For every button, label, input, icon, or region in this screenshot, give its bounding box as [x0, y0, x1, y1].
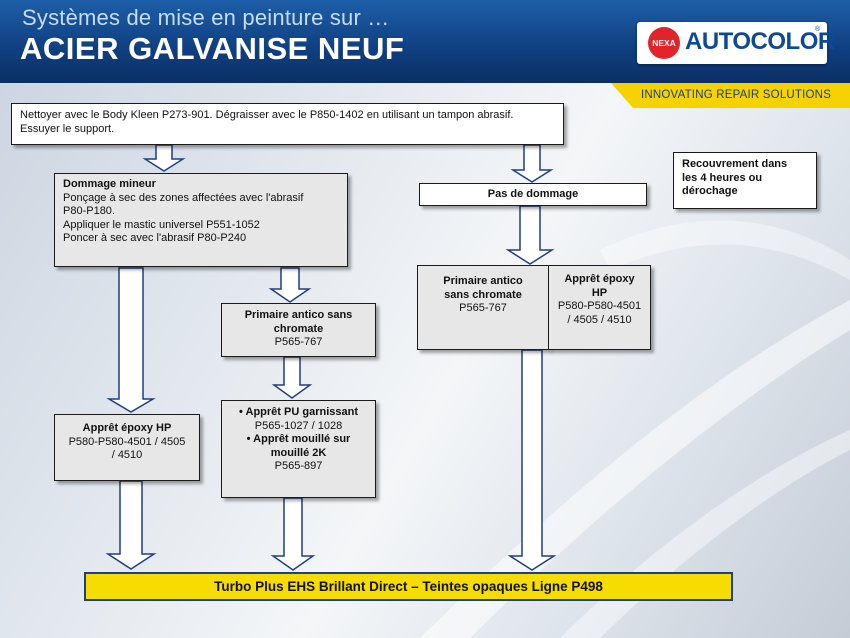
- epoxy-right-code-2: / 4505 / 4510: [567, 313, 632, 326]
- minor-damage-line-3: Appliquer le mastic universel P551-1052: [63, 218, 260, 231]
- prep-line-2: Essuyer le support.: [20, 122, 115, 135]
- final-topcoat-text: Turbo Plus EHS Brillant Direct – Teintes…: [214, 579, 603, 594]
- primer-mid-title-2: chromate: [273, 322, 324, 335]
- arrow-prep-to-no-damage: [510, 144, 554, 183]
- recoat-line-3: dérochage: [682, 185, 738, 197]
- recoat-line-2: les 4 heures ou: [682, 171, 763, 184]
- nexa-badge-icon: NEXA: [648, 27, 680, 59]
- logo-registered-mark: ®: [815, 26, 821, 33]
- pu-item-2b: mouillé 2K: [270, 446, 327, 459]
- epoxy-left-title: Apprêt époxy HP: [82, 422, 172, 434]
- epoxy-right-title-2: HP: [591, 286, 608, 299]
- header-banner: Systèmes de mise en peinture sur … ACIER…: [0, 0, 850, 83]
- recoat-line-1: Recouvrement dans: [682, 158, 788, 170]
- pu-item-1: • Apprêt PU garnissant: [239, 406, 358, 418]
- pu-item-2a: • Apprêt mouillé sur: [246, 433, 351, 445]
- epoxy-left-code-2: / 4510: [111, 449, 143, 461]
- epoxy-right-code-1: P580-P580-4501: [557, 300, 642, 312]
- tagline-text: INNOVATING REPAIR SOLUTIONS: [641, 89, 832, 101]
- arrow-pu-to-final: [270, 497, 316, 571]
- primer-mid-title-1: Primaire antico sans: [244, 309, 353, 321]
- prep-step-box: Nettoyer avec le Body Kleen P273-901. Dé…: [11, 103, 564, 145]
- tagline-banner: INNOVATING REPAIR SOLUTIONS: [611, 83, 850, 108]
- epoxy-right-title-1: Apprêt époxy: [564, 273, 635, 285]
- prep-line-1: Nettoyer avec le Body Kleen P273-901. Dé…: [20, 109, 514, 121]
- autocolor-logo: NEXA AUTOCOLOR ®: [637, 22, 835, 64]
- primer-right-title-1: Primaire antico: [443, 275, 523, 287]
- minor-damage-line-4: Poncer à sec avec l'abrasif P80-P240: [63, 232, 247, 244]
- epoxy-left-code-1: P580-P580-4501 / 4505: [68, 435, 186, 448]
- primer-right-title-2: sans chromate: [444, 288, 522, 301]
- arrow-minor-to-primer-mid: [268, 267, 312, 303]
- recoat-note-box: Recouvrement dans les 4 heures ou déroch…: [673, 152, 817, 209]
- minor-damage-line-2: P80-P180.: [63, 205, 115, 217]
- header-subtitle: Systèmes de mise en peinture sur …: [22, 5, 390, 30]
- primer-right-box: Primaire antico sans chromate P565-767: [417, 265, 549, 350]
- arrow-epoxy-left-to-final: [105, 480, 157, 570]
- minor-damage-title: Dommage mineur: [63, 178, 156, 190]
- arrow-prep-to-minor: [142, 144, 186, 172]
- header-title: ACIER GALVANISE NEUF: [20, 31, 405, 66]
- logo-brand-text: AUTOCOLOR: [685, 28, 835, 55]
- minor-damage-box: Dommage mineur Ponçage à sec des zones a…: [54, 173, 348, 267]
- pu-code-2: P565-897: [274, 460, 323, 472]
- no-damage-title: Pas de dommage: [487, 188, 579, 200]
- arrow-primer-mid-to-pu: [271, 356, 313, 399]
- arrow-no-damage-to-primer-right: [505, 205, 555, 265]
- arrow-minor-to-epoxy-left: [106, 267, 156, 413]
- primer-mid-box: Primaire antico sans chromate P565-767: [221, 303, 376, 357]
- final-topcoat-bar: Turbo Plus EHS Brillant Direct – Teintes…: [84, 572, 733, 601]
- no-damage-box: Pas de dommage: [419, 183, 647, 206]
- arrow-primer-right-to-final: [507, 349, 557, 571]
- minor-damage-line-1: Ponçage à sec des zones affectées avec l…: [63, 191, 304, 204]
- epoxy-right-box: Apprêt époxy HP P580-P580-4501 / 4505 / …: [548, 265, 651, 350]
- epoxy-left-box: Apprêt époxy HP P580-P580-4501 / 4505 / …: [54, 414, 200, 481]
- primer-right-code: P565-767: [459, 302, 507, 314]
- pu-code-1: P565-1027 / 1028: [254, 419, 343, 432]
- primer-mid-code: P565-767: [274, 336, 323, 348]
- pu-primer-box: • Apprêt PU garnissant P565-1027 / 1028 …: [221, 400, 376, 498]
